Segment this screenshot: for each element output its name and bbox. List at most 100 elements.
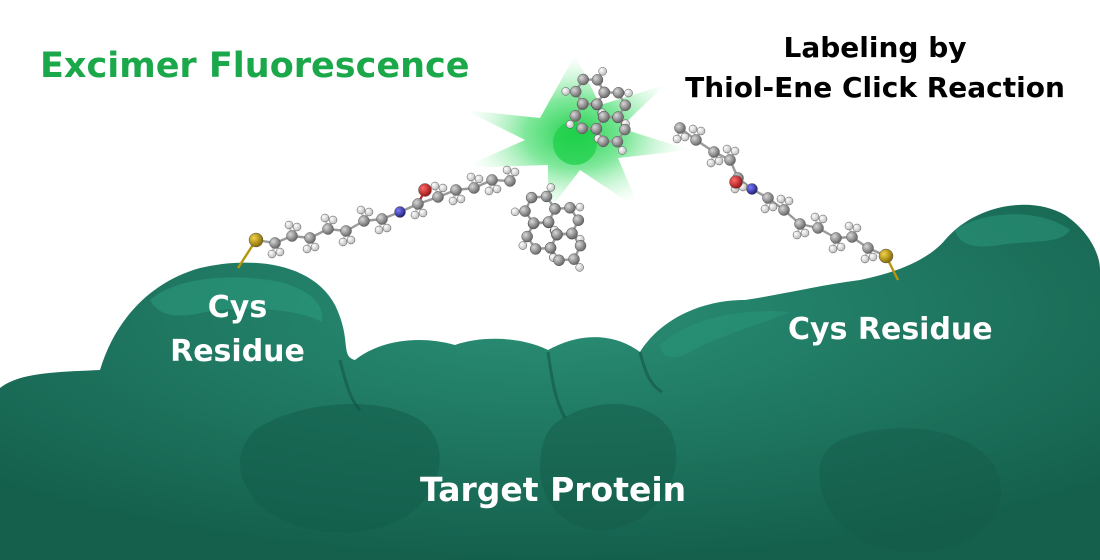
carbon-atom — [762, 192, 774, 204]
hydrogen-atom — [561, 87, 571, 96]
hydrogen-atom — [722, 144, 732, 154]
hydrogen-atom — [410, 210, 420, 220]
hydrogen-atom — [364, 207, 374, 217]
hydrogen-atom — [310, 242, 320, 252]
target-protein-label: Target Protein — [420, 470, 687, 509]
carbon-atom — [569, 110, 582, 122]
hydrogen-atom — [672, 134, 682, 144]
hydrogen-atom — [346, 235, 356, 245]
carbon-atom — [551, 228, 563, 241]
carbon-atom — [846, 231, 858, 243]
sulfur-atom — [878, 248, 894, 264]
nitrogen-atom — [746, 183, 758, 195]
carbon-atom — [527, 217, 540, 229]
hydrogen-atom — [706, 158, 716, 168]
hydrogen-atom — [696, 126, 706, 136]
hydrogen-atom — [868, 252, 878, 262]
hydrogen-atom — [466, 172, 476, 182]
carbon-atom — [862, 242, 874, 254]
carbon-atom — [570, 85, 582, 98]
hydrogen-atom — [784, 196, 794, 206]
protein-lobe-highlight-1 — [150, 277, 323, 322]
carbon-atom — [376, 213, 388, 225]
carbon-atom — [794, 218, 806, 230]
hydrogen-atom — [575, 202, 585, 212]
hydrogen-atom — [518, 241, 528, 250]
hydrogen-atom — [546, 183, 556, 192]
labeling-title-line1: Labeling by — [783, 31, 967, 64]
cys-left-line1: Cys — [207, 290, 268, 325]
pyrene-labeled-molecules — [236, 67, 900, 281]
hydrogen-atom — [374, 225, 384, 235]
carbon-atom — [340, 225, 352, 237]
hydrogen-atom — [284, 220, 294, 230]
carbon-atom — [611, 135, 624, 148]
hydrogen-atom — [484, 186, 494, 196]
carbon-atom — [553, 254, 565, 267]
carbon-atom — [519, 205, 531, 217]
carbon-atom — [304, 232, 316, 244]
sulfur-atom — [248, 232, 264, 248]
hydrogen-atom — [382, 223, 392, 233]
hydrogen-atom — [492, 184, 502, 194]
hydrogen-atom — [852, 223, 862, 233]
hydrogen-atom — [860, 254, 870, 264]
hydrogen-atom — [575, 263, 584, 272]
carbon-atom — [612, 87, 625, 99]
carbon-atom — [412, 198, 424, 210]
carbon-atom — [577, 97, 589, 110]
hydrogen-atom — [438, 183, 448, 193]
carbon-atom — [576, 122, 588, 135]
carbon-atom — [564, 202, 576, 214]
cys-residue-left-label: Cys Residue — [150, 286, 325, 374]
carbon-atom — [432, 191, 444, 203]
hydrogen-atom — [302, 244, 312, 254]
carbon-atom — [830, 232, 842, 244]
carbon-atom — [690, 134, 702, 146]
hydrogen-atom — [474, 174, 484, 184]
hydrogen-atom — [448, 196, 458, 206]
hydrogen-atom — [714, 156, 724, 166]
hydrogen-atom — [844, 221, 854, 231]
carbon-atom — [568, 253, 580, 265]
carbon-atom — [521, 230, 533, 243]
carbon-atom — [269, 237, 281, 249]
carbon-atom — [542, 216, 555, 228]
hydrogen-atom — [730, 146, 740, 156]
carbon-atom — [572, 214, 585, 226]
carbon-atom — [544, 242, 557, 254]
hydrogen-atom — [565, 120, 575, 129]
carbon-atom — [598, 86, 611, 99]
hydrogen-atom — [292, 222, 302, 232]
carbon-atom — [529, 243, 542, 255]
protein-lobe-shadow-3 — [819, 428, 1002, 553]
oxygen-atom — [418, 183, 432, 197]
excimer-fluorescence-label: Excimer Fluorescence — [40, 46, 470, 86]
hydrogen-atom — [267, 249, 277, 259]
carbon-atom — [574, 239, 587, 252]
carbon-atom — [597, 135, 609, 148]
hydrogen-atom — [810, 212, 820, 222]
hydrogen-atom — [356, 205, 366, 215]
oxygen-atom — [729, 175, 743, 189]
protein-lobe-highlight-2 — [955, 214, 1070, 247]
carbon-atom — [450, 184, 462, 196]
cys-left-line2: Residue — [170, 334, 305, 369]
carbon-atom — [286, 230, 298, 242]
hydrogen-atom — [502, 165, 512, 175]
carbon-atom — [619, 99, 632, 112]
hydrogen-atom — [800, 228, 810, 238]
carbon-atom — [504, 175, 516, 187]
carbon-atom — [619, 123, 631, 136]
carbon-atom — [778, 204, 790, 216]
carbon-atom — [358, 215, 370, 227]
cys-residue-right-label: Cys Residue — [788, 312, 993, 347]
carbon-atom — [724, 154, 736, 166]
hydrogen-atom — [328, 215, 338, 225]
hydrogen-atom — [275, 247, 285, 257]
carbon-atom — [525, 191, 538, 204]
protein-lobe-shadow-1 — [240, 403, 440, 533]
hydrogen-atom — [828, 244, 838, 254]
nitrogen-atom — [394, 206, 406, 218]
